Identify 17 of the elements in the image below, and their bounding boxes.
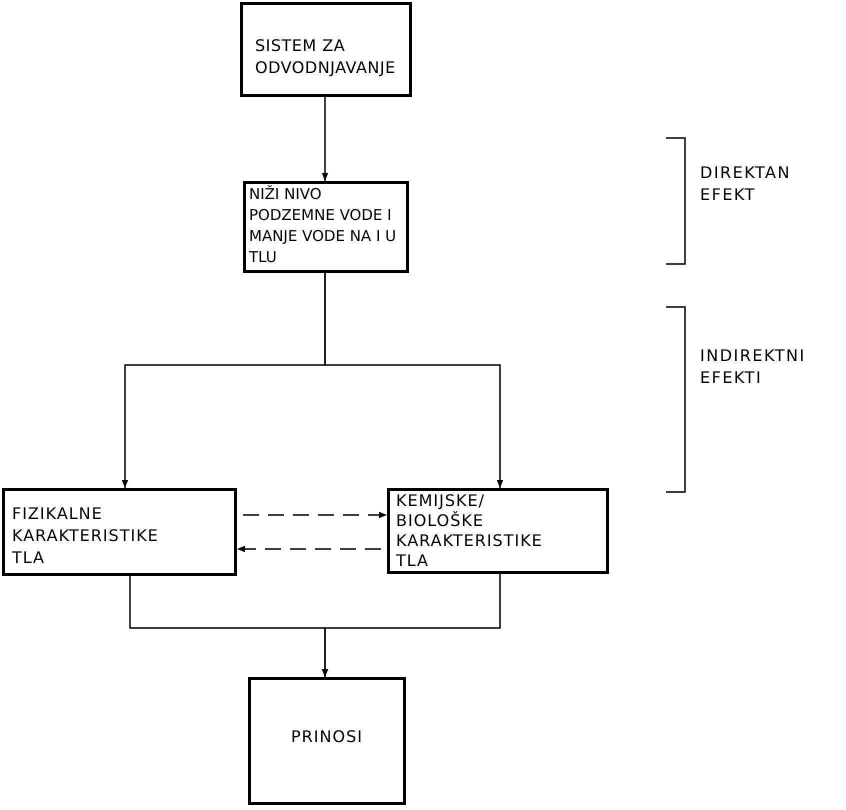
box-text: KEMIJSKE/ BIOLOŠKE KARAKTERISTIKE TLA [396, 491, 544, 571]
box-text: FIZIKALNE KARAKTERISTIKE TLA [12, 503, 160, 569]
box-text: NIŽI NIVO PODZEMNE VODE I MANJE VODE NA I U TLU [249, 184, 398, 268]
arrow [324, 273, 504, 488]
process-box [2, 488, 237, 576]
box-text: SISTEM ZA ODVODNJAVANJE [255, 35, 397, 79]
dashed-arrow [237, 546, 381, 552]
process-box [387, 488, 609, 574]
bracket-label: DIREKTAN EFEKT [700, 162, 792, 206]
process-box [243, 181, 409, 273]
box-text: PRINOSI [290, 726, 364, 748]
arrow [322, 574, 501, 677]
process-box [248, 677, 406, 805]
dashed-arrow [243, 512, 387, 518]
arrow [322, 97, 328, 181]
process-box [240, 2, 412, 97]
bracket-label: INDIREKTNI EFEKTI [700, 345, 807, 389]
